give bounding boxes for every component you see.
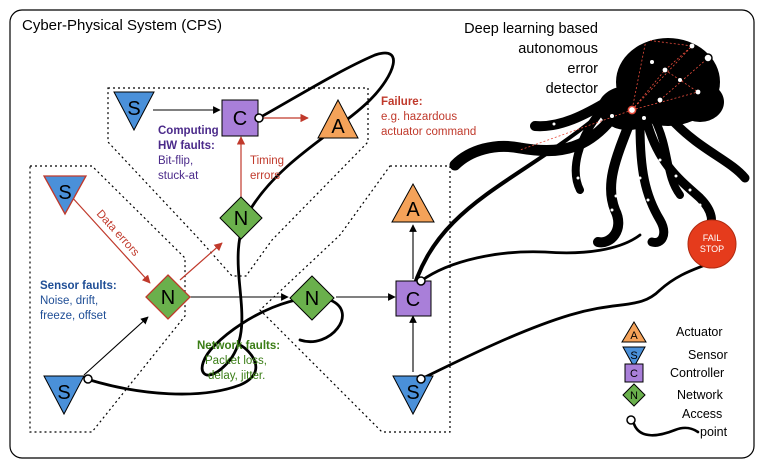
svg-text:C: C [406, 289, 420, 311]
svg-text:actuator command: actuator command [381, 126, 476, 138]
svg-text:S: S [58, 182, 71, 204]
computing-region [107, 87, 369, 277]
cps-frame [9, 9, 755, 459]
svg-text:Noise, drift,: Noise, drift, [40, 295, 98, 307]
arrow-sensor-data-errors [69, 194, 151, 284]
legend-actuator: A Actuator [621, 321, 723, 343]
legend-sensor: S Sensor [622, 346, 728, 369]
access-point-controller-top [254, 113, 264, 123]
svg-text:S: S [406, 382, 419, 404]
svg-text:N: N [161, 287, 175, 309]
legend-controller: C Controller [624, 363, 724, 383]
sensor-faults-label: Sensor faults: Noise, drift, freeze, off… [40, 280, 117, 322]
svg-text:detector: detector [546, 81, 599, 97]
svg-text:FAIL: FAIL [703, 233, 722, 243]
svg-text:point: point [700, 425, 728, 439]
svg-text:Timing: Timing [250, 155, 284, 167]
sensor-node-bottom-left: S [43, 375, 85, 416]
network-node-middle: N [289, 275, 335, 321]
svg-text:stuck-at: stuck-at [158, 170, 199, 182]
data-errors-label: Data errors [94, 208, 142, 259]
svg-text:A: A [331, 116, 345, 138]
svg-text:N: N [305, 288, 319, 310]
svg-text:Bit-flip,: Bit-flip, [158, 155, 193, 167]
svg-text:S: S [57, 382, 70, 404]
svg-text:Failure:: Failure: [381, 96, 423, 108]
access-point-controller-right [416, 276, 426, 286]
svg-text:C: C [630, 368, 638, 380]
svg-text:error: error [567, 61, 598, 77]
svg-text:e.g. hazardous: e.g. hazardous [381, 111, 457, 123]
detector-label: Deep learning based autonomous error det… [464, 21, 598, 97]
svg-text:C: C [233, 108, 247, 130]
sensor-node-right: S [392, 375, 434, 416]
svg-text:Actuator: Actuator [676, 325, 723, 339]
svg-text:autonomous: autonomous [518, 41, 598, 57]
actuator-node-computing: A [317, 98, 359, 139]
arrow-network-to-network-error [179, 242, 223, 281]
svg-text:freeze, offset: freeze, offset [40, 310, 107, 322]
access-cable-controller-right [419, 233, 642, 283]
failure-label: Failure: e.g. hazardous actuator command [381, 96, 476, 138]
computing-faults-label: Computing HW faults: Bit-flip, stuck-at [158, 125, 219, 182]
svg-text:Controller: Controller [670, 366, 724, 380]
sensor-node-computing: S [113, 91, 155, 132]
svg-text:S: S [127, 98, 140, 120]
controller-node-right: C [395, 280, 432, 317]
access-point-sensor-left [83, 374, 93, 384]
svg-text:Network faults:: Network faults: [197, 340, 280, 352]
sensor-network-region [29, 165, 186, 433]
svg-text:N: N [630, 390, 638, 402]
svg-text:Network: Network [677, 388, 724, 402]
network-faults-label: Network faults: Packet loss, delay, jitt… [197, 340, 280, 382]
network-node-faulty: N [145, 274, 191, 320]
svg-text:A: A [406, 199, 420, 221]
svg-text:delay, jitter.: delay, jitter. [208, 370, 265, 382]
legend-network: N Network [622, 383, 724, 407]
timing-errors-label: Timing errors [250, 155, 284, 182]
svg-text:Sensor: Sensor [688, 348, 728, 362]
cps-title: Cyber-Physical System (CPS) [22, 17, 222, 34]
actuator-node-right: A [391, 182, 435, 223]
network-node-timing: N [219, 196, 263, 240]
svg-text:HW faults:: HW faults: [158, 140, 215, 152]
access-point-sensor-right [416, 374, 426, 384]
svg-text:N: N [234, 208, 248, 230]
svg-text:STOP: STOP [700, 244, 724, 254]
legend: A Actuator S Sensor C Controller N Netwo… [621, 321, 728, 439]
svg-text:errors: errors [250, 170, 280, 182]
svg-text:Packet loss,: Packet loss, [205, 355, 267, 367]
legend-access-point: Access point [626, 407, 728, 439]
svg-text:Deep learning based: Deep learning based [464, 21, 598, 37]
svg-text:A: A [630, 330, 638, 342]
access-cable-sensor-right [419, 260, 714, 381]
svg-text:Sensor faults:: Sensor faults: [40, 280, 117, 292]
svg-text:Access: Access [682, 407, 722, 421]
sensor-node-faulty: S [42, 175, 88, 216]
controller-node-computing: C [221, 99, 259, 137]
access-cable-sensor-left [88, 343, 258, 396]
fail-stop-button[interactable]: FAIL STOP [687, 219, 737, 269]
svg-text:S: S [630, 350, 637, 362]
svg-text:Computing: Computing [158, 125, 219, 137]
octopus-detector-icon [408, 38, 750, 302]
arrow-sensor-to-network [83, 316, 149, 376]
